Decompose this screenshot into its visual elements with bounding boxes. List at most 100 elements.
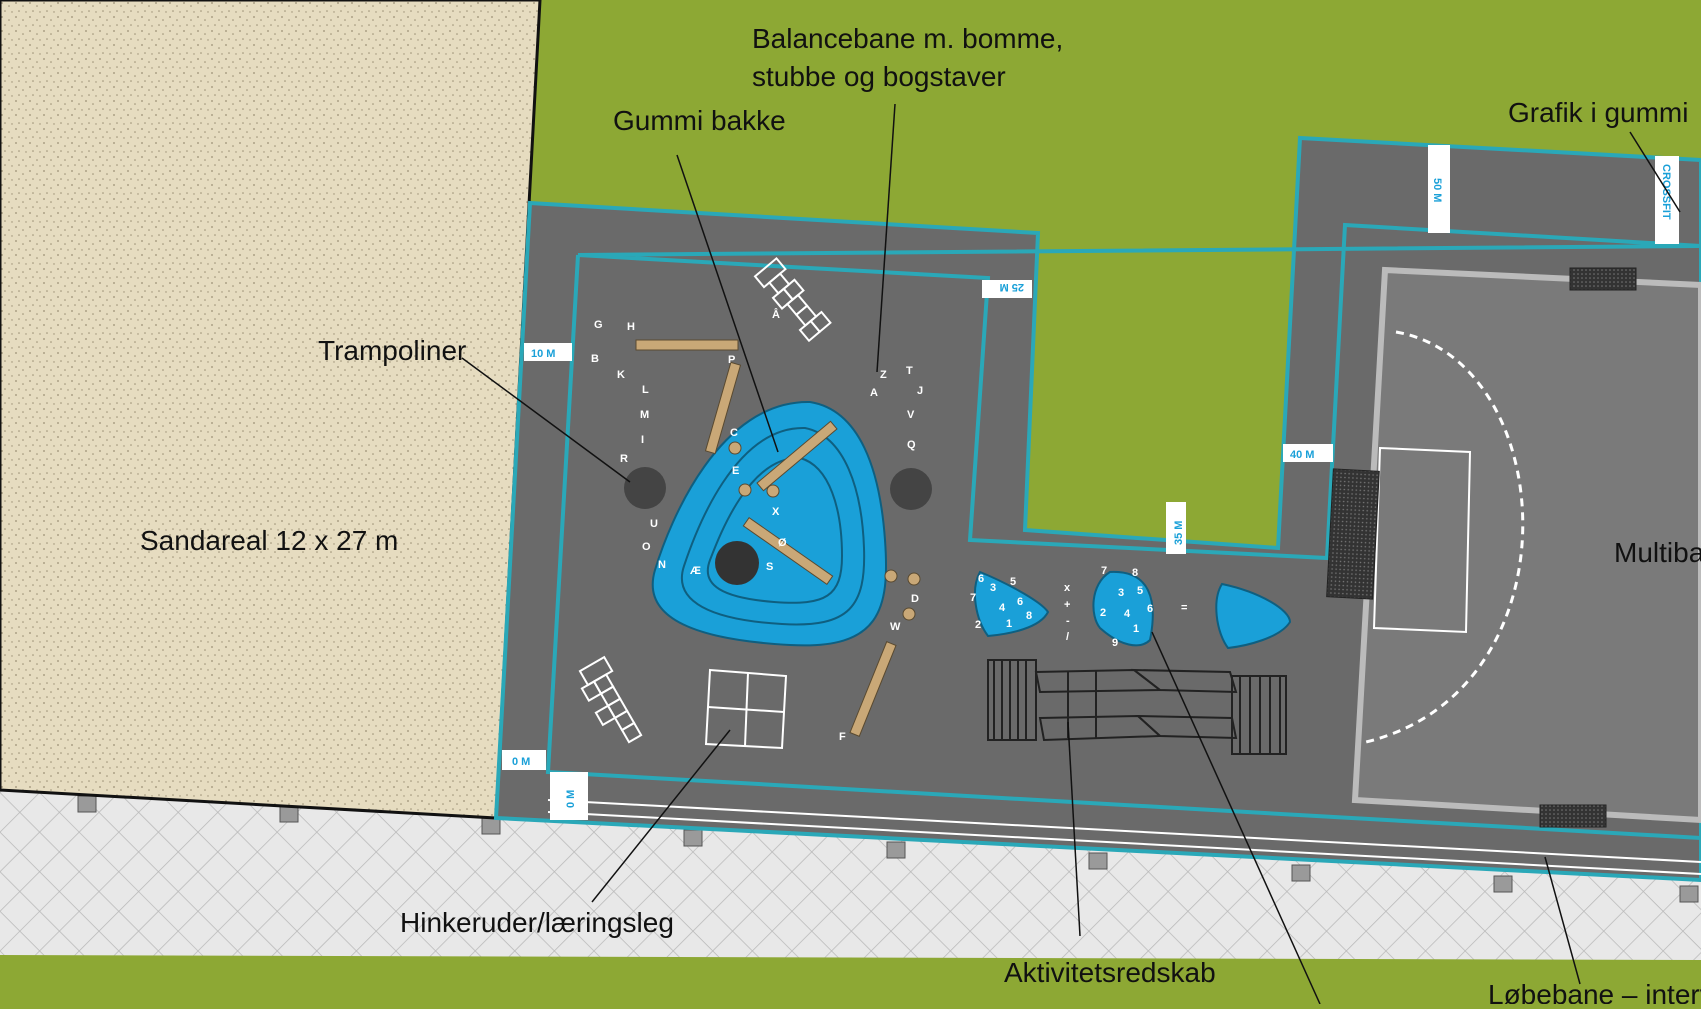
letter-2: B (591, 353, 599, 365)
letter-27: F (839, 731, 846, 743)
hopscotch-bottom (578, 655, 643, 744)
distance-marker-crossfit: CROSSFIT (1655, 156, 1679, 244)
letter-11: Æ (690, 565, 701, 577)
label-gummi-bakke: Gummi bakke (613, 105, 786, 136)
marker-35m-text: 35 M (1173, 521, 1185, 545)
letter-21: T (906, 365, 913, 377)
activity-equipment (987, 659, 1287, 755)
stumps (728, 441, 921, 621)
number-left-8: 1 (1006, 618, 1012, 630)
number-right-0: 7 (1101, 565, 1107, 577)
trampoline-left (624, 467, 666, 509)
leader-lines (461, 103, 1681, 1005)
number-right-1: 8 (1132, 567, 1138, 579)
numbers-right: 7 83 5 2 4 61 9 (1100, 565, 1153, 649)
sand-area (0, 0, 542, 820)
number-left-0: 6 (978, 573, 984, 585)
number-triangle-middle (1092, 570, 1154, 647)
hopscotch-top (753, 256, 832, 343)
number-left-1: 5 (1010, 576, 1016, 588)
letter-19: Z (880, 369, 887, 381)
running-track (547, 799, 1701, 875)
letter-14: X (772, 506, 780, 518)
marker-10m-text: 10 M (531, 348, 555, 360)
letter-26: W (890, 621, 901, 633)
letter-20: A (870, 387, 878, 399)
balance-beams (635, 339, 897, 737)
distance-marker-10m: 10 M (524, 343, 572, 361)
number-right-7: 1 (1133, 623, 1139, 635)
goal-area (1372, 446, 1472, 634)
court-grate-bottom (1539, 804, 1607, 828)
number-right-8: 9 (1112, 637, 1118, 649)
letter-12: S (766, 561, 773, 573)
letter-4: L (642, 384, 649, 396)
distance-marker-25m: 25 M (982, 280, 1032, 298)
label-grafik-i-gummi: Grafik i gummi (1508, 97, 1688, 128)
math-symbol-0: x (1064, 582, 1071, 594)
distance-marker-40m: 40 M (1283, 444, 1333, 462)
number-left-5: 6 (1017, 596, 1023, 608)
distance-marker-0m: 0 M (502, 750, 546, 770)
learning-grid (704, 668, 788, 750)
math-symbol-4: = (1181, 602, 1187, 614)
court-arc (1365, 330, 1525, 744)
distance-marker-35m: 35 M (1166, 502, 1186, 554)
math-symbols: x+-/= (1064, 582, 1187, 643)
court-goal-grate (1326, 468, 1380, 600)
number-right-4: 2 (1100, 607, 1106, 619)
paving-strip (0, 790, 1701, 960)
letter-7: R (620, 453, 628, 465)
letter-6: I (641, 434, 644, 446)
letter-24: Q (907, 439, 916, 451)
number-right-2: 3 (1118, 587, 1124, 599)
number-right-6: 6 (1147, 603, 1153, 615)
letter-3: K (617, 369, 625, 381)
trampoline-right (890, 468, 932, 510)
math-symbol-3: / (1066, 631, 1069, 643)
letter-5: M (640, 409, 649, 421)
number-triangle-right (1215, 582, 1292, 650)
label-sandareal: Sandareal 12 x 27 m (140, 525, 398, 556)
letter-1: H (627, 321, 635, 333)
marker-0m-track-text: 0 M (565, 790, 577, 808)
marker-50m-text: 50 M (1431, 178, 1443, 202)
number-left-3: 7 (970, 592, 976, 604)
number-left-7: 2 (975, 619, 981, 631)
label-hinkeruder: Hinkeruder/læringsleg (400, 907, 674, 938)
letter-8: U (650, 518, 658, 530)
letter-17: P (728, 354, 735, 366)
letter-10: N (658, 559, 666, 571)
letter-0: G (594, 319, 603, 331)
distance-marker-50m: 50 M (1428, 145, 1450, 233)
number-left-2: 3 (990, 582, 996, 594)
label-lobebane: Løbebane – intervaltr (1488, 979, 1701, 1004)
math-symbol-1: + (1064, 599, 1070, 611)
court-grate-top (1569, 267, 1637, 291)
number-right-5: 4 (1124, 608, 1131, 620)
rubber-hill (651, 400, 888, 647)
distance-marker-0m-track: 0 M (550, 772, 588, 820)
number-left-4: 4 (999, 602, 1006, 614)
label-multibane: Multiban (1614, 537, 1701, 568)
marker-crossfit-text: CROSSFIT (1660, 164, 1672, 220)
label-balancebane-line1: Balancebane m. bomme, (752, 23, 1063, 54)
marker-40m-text: 40 M (1290, 449, 1314, 461)
letter-23: V (907, 409, 915, 421)
number-left-6: 8 (1026, 610, 1032, 622)
inner-outline (577, 222, 1701, 561)
label-balancebane-line2: stubbe og bogstaver (752, 61, 1006, 92)
number-triangle-left (973, 570, 1050, 638)
letter-18: Å (772, 308, 780, 321)
marker-25m-text: 25 M (1000, 281, 1024, 293)
marker-0m-text: 0 M (512, 756, 530, 768)
letter-16: C (730, 427, 738, 439)
letter-15: E (732, 465, 739, 477)
letter-13: Ø (778, 537, 787, 549)
letter-9: O (642, 541, 651, 553)
number-right-3: 5 (1137, 585, 1143, 597)
letter-22: J (917, 385, 923, 397)
